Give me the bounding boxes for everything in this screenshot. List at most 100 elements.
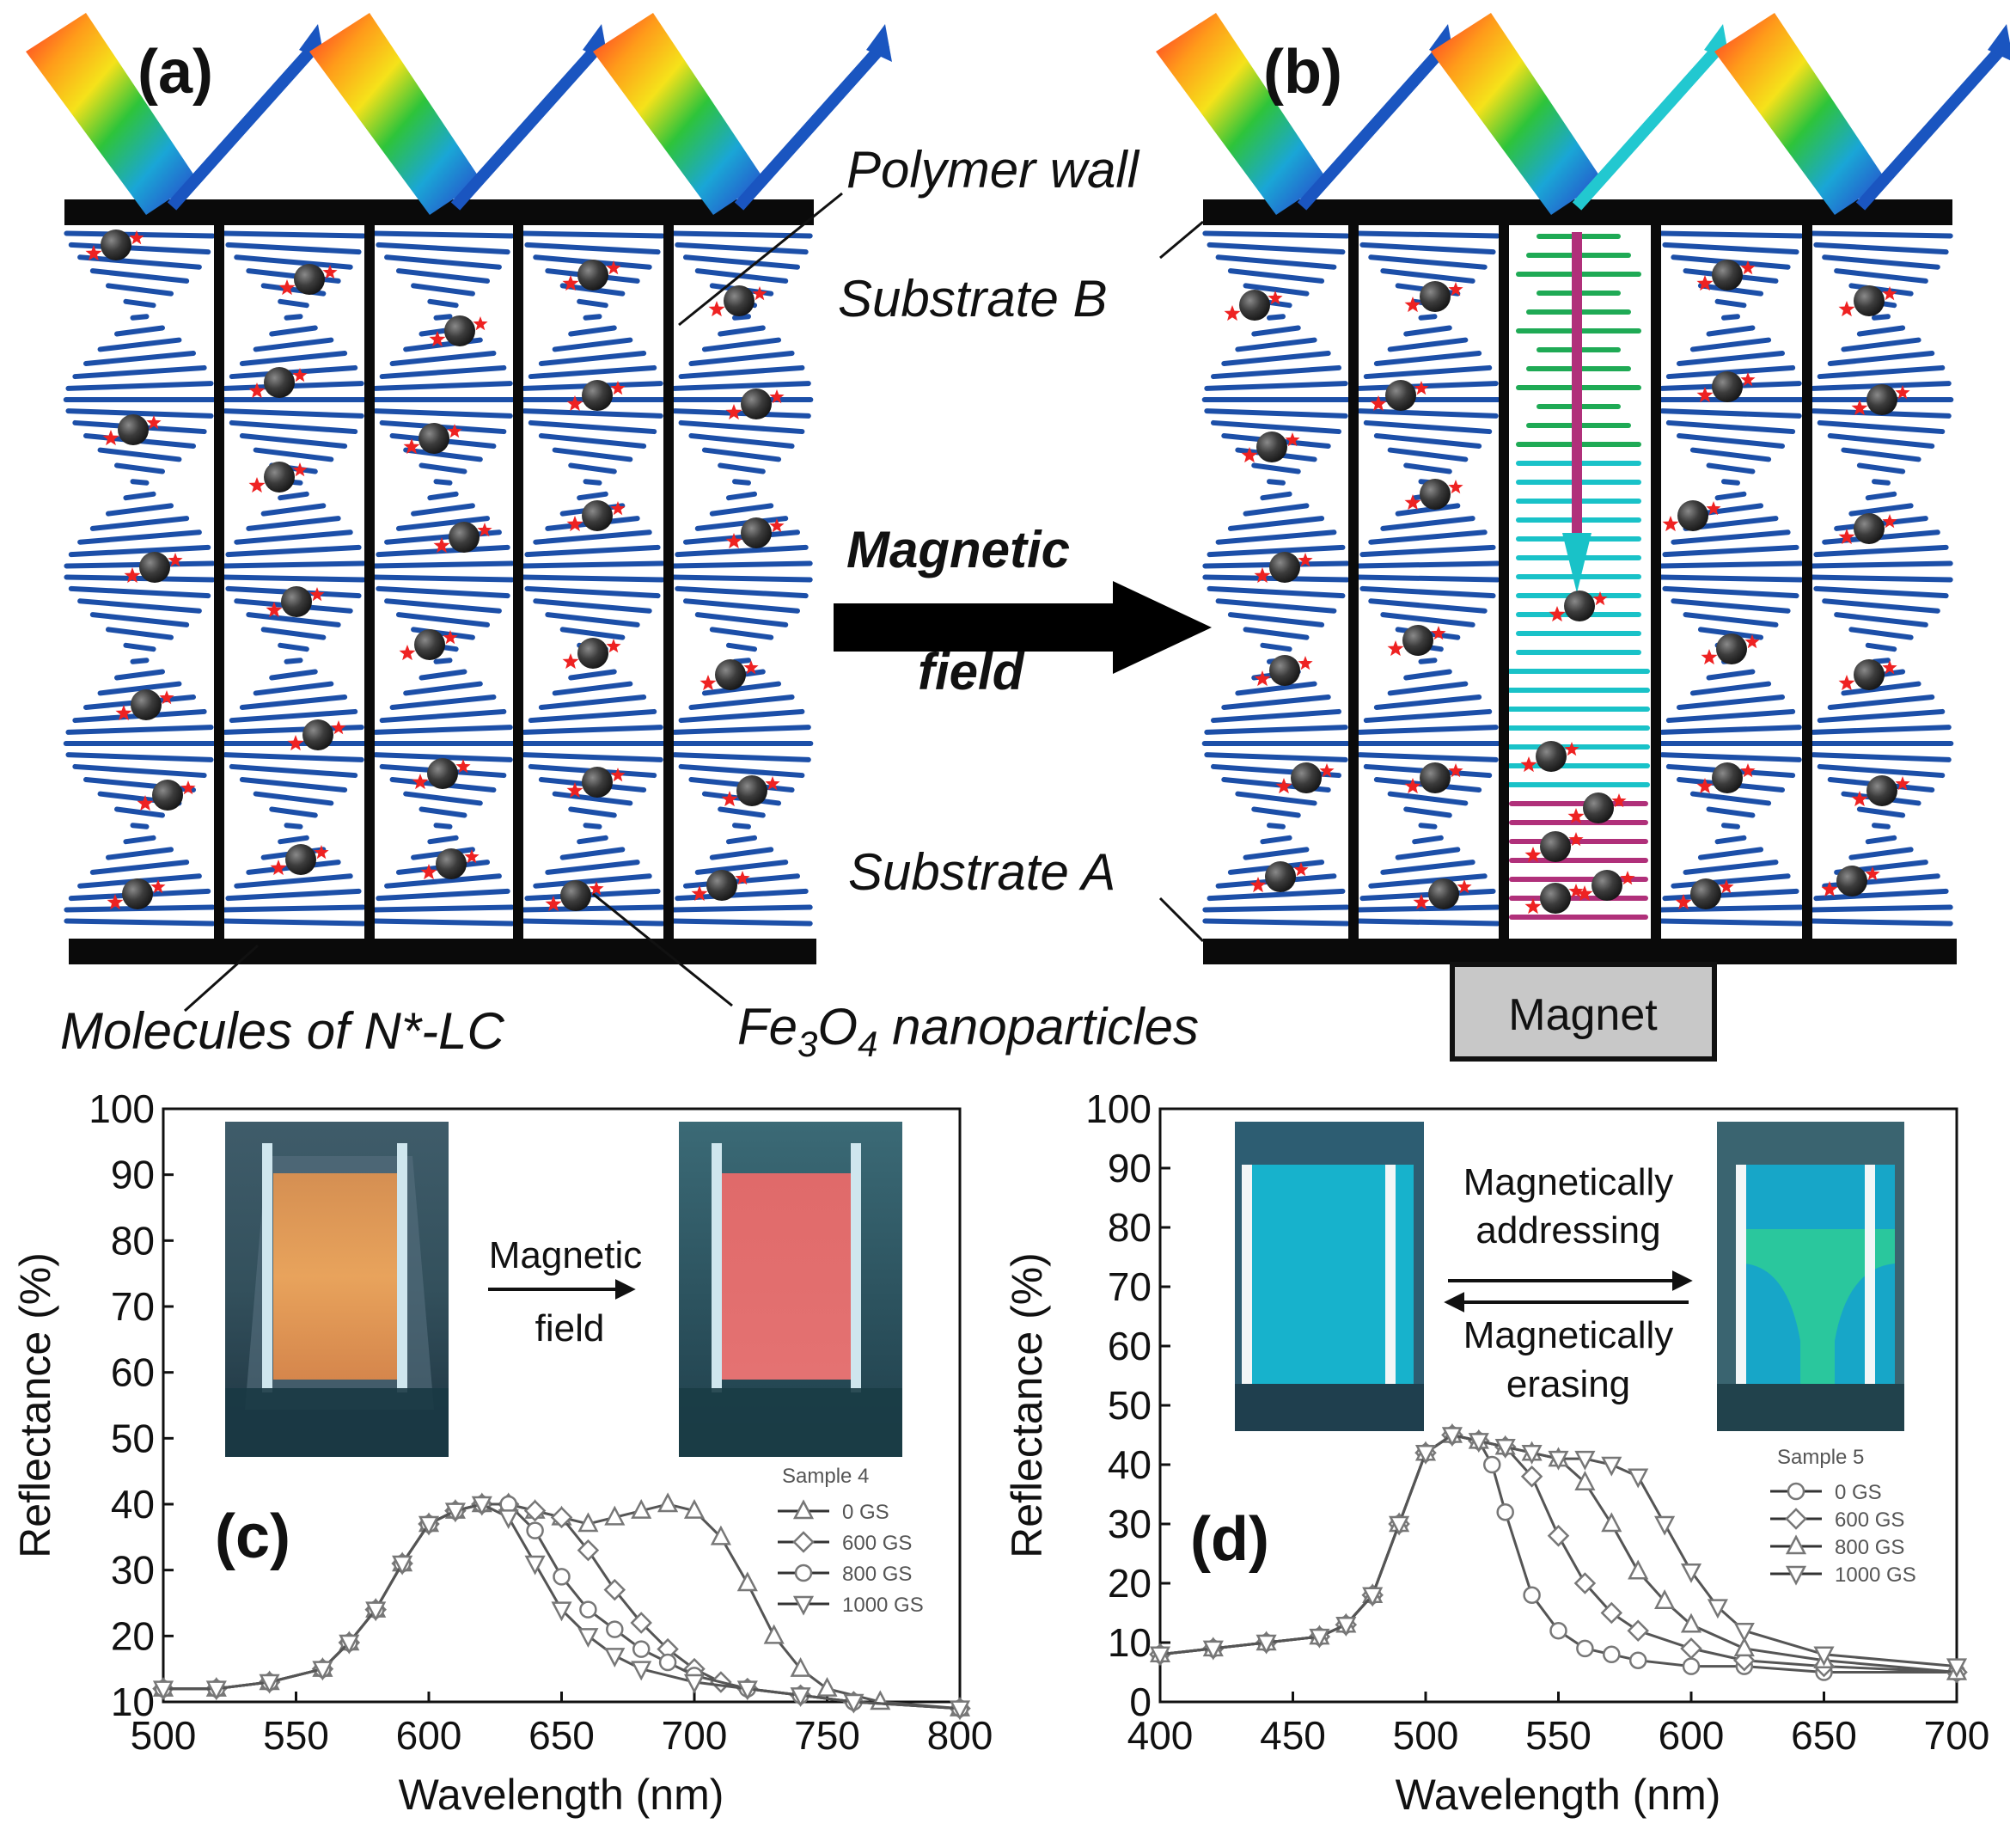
lc-molecule bbox=[1817, 364, 1946, 380]
lc-molecule bbox=[68, 544, 211, 558]
lc-molecule bbox=[371, 560, 515, 569]
lc-molecule bbox=[1813, 242, 1949, 255]
lc-molecule bbox=[1387, 681, 1469, 696]
lc-molecule bbox=[1817, 763, 1946, 779]
lc-molecule bbox=[1202, 918, 1350, 927]
rainbow-beam bbox=[593, 13, 765, 215]
lc-molecule bbox=[389, 695, 497, 710]
rainbow-beam bbox=[309, 13, 481, 215]
lc-molecule bbox=[682, 254, 801, 270]
lc-molecule bbox=[678, 708, 805, 724]
triangle-down-marker bbox=[736, 1680, 758, 1701]
nanoparticle bbox=[1540, 883, 1571, 914]
lc-molecule bbox=[552, 337, 633, 352]
lc-molecule bbox=[1676, 433, 1786, 449]
lc-molecule bbox=[284, 314, 303, 321]
triangle-up-marker bbox=[577, 1512, 599, 1533]
lc-molecule bbox=[1834, 268, 1928, 284]
diamond-marker bbox=[1547, 1525, 1570, 1547]
lc-molecule bbox=[520, 574, 665, 583]
lc-molecule bbox=[583, 823, 602, 829]
red-star-icon bbox=[1568, 884, 1584, 898]
triangle-up-marker bbox=[790, 1656, 811, 1677]
lc-molecule bbox=[701, 447, 782, 462]
nanoparticle bbox=[131, 689, 162, 720]
nanoparticle bbox=[1564, 591, 1595, 621]
lc-molecule bbox=[1658, 574, 1804, 583]
lc-molecule bbox=[114, 462, 165, 474]
circle-marker bbox=[579, 1600, 597, 1619]
red-star-icon bbox=[1740, 260, 1756, 275]
lc-molecule bbox=[1813, 888, 1949, 902]
lc-molecule bbox=[114, 806, 165, 818]
lc-molecule bbox=[433, 314, 453, 321]
molecules-leader bbox=[184, 944, 259, 1013]
lc-molecule bbox=[379, 364, 507, 380]
lc-molecule bbox=[1665, 419, 1796, 435]
lc-molecule bbox=[688, 433, 795, 449]
lc-molecule bbox=[1373, 695, 1482, 710]
magnet-box bbox=[1450, 962, 1717, 1062]
lc-molecule bbox=[524, 544, 661, 558]
lc-molecule bbox=[427, 491, 459, 501]
x-tick-label: 500 bbox=[1393, 1713, 1459, 1758]
lc-molecule bbox=[670, 560, 813, 569]
nanoparticle bbox=[577, 638, 608, 669]
lc-molecule bbox=[72, 364, 207, 380]
lc-molecule bbox=[1387, 447, 1469, 462]
panel-b-tag: (b) bbox=[1263, 38, 1342, 107]
triangle-down-marker bbox=[1601, 1456, 1622, 1477]
light-beams-b bbox=[1156, 13, 2010, 215]
nanoparticle bbox=[741, 389, 772, 419]
lc-molecule bbox=[1689, 681, 1772, 696]
reflected-arrow bbox=[450, 39, 607, 211]
lc-molecule bbox=[371, 904, 515, 913]
triangle-up-marker bbox=[1680, 1612, 1702, 1633]
lc-molecule bbox=[1368, 873, 1488, 889]
lc-molecule bbox=[1658, 560, 1804, 569]
polymer-wall bbox=[1651, 225, 1661, 940]
lc-molecule bbox=[1721, 314, 1740, 321]
triangle-down-marker bbox=[152, 1680, 174, 1701]
nanoparticle bbox=[152, 780, 183, 811]
circle-marker bbox=[1682, 1657, 1701, 1675]
triangle-down-marker bbox=[1946, 1658, 1968, 1679]
lc-molecule bbox=[384, 873, 502, 889]
red-star-icon bbox=[566, 395, 583, 412]
lc-molecule bbox=[239, 433, 348, 449]
lc-molecule bbox=[1211, 419, 1341, 435]
lc-molecule bbox=[1809, 918, 1953, 927]
lc-molecule bbox=[246, 268, 341, 284]
red-star-icon bbox=[1740, 763, 1756, 778]
chart-c-xlabel: Wavelength (nm) bbox=[399, 1771, 724, 1819]
lc-molecule bbox=[123, 298, 156, 309]
lc-molecule bbox=[1662, 544, 1799, 558]
lc-molecule bbox=[528, 708, 657, 724]
lc-molecule bbox=[672, 408, 811, 419]
incident-light-icon bbox=[593, 13, 892, 215]
lc-molecule bbox=[559, 847, 626, 860]
triangle-down-marker bbox=[1202, 1640, 1224, 1661]
nanoparticle bbox=[1712, 762, 1743, 793]
field-arrow-head bbox=[1562, 533, 1592, 593]
lc-molecule bbox=[1721, 823, 1740, 829]
lc-molecule bbox=[72, 763, 207, 779]
lc-molecule bbox=[522, 725, 663, 735]
lc-molecule bbox=[234, 873, 353, 889]
lc-molecule bbox=[114, 325, 165, 337]
nanoparticle bbox=[706, 870, 737, 901]
triangle-down-marker bbox=[1707, 1599, 1728, 1619]
lc-molecule bbox=[1689, 447, 1772, 462]
lc-molecule bbox=[1395, 503, 1461, 517]
red-star-icon bbox=[1448, 763, 1463, 778]
red-star-icon bbox=[1838, 301, 1855, 317]
lc-molecule bbox=[395, 268, 491, 284]
x-tick-label: 700 bbox=[662, 1713, 728, 1758]
lc-molecule bbox=[269, 669, 318, 681]
lc-molecule bbox=[246, 516, 341, 531]
photo-d-after bbox=[1717, 1122, 1904, 1431]
lc-molecule bbox=[701, 337, 782, 352]
nanoparticle bbox=[736, 775, 767, 806]
chart-c-ylabel: Reflectance (%) bbox=[11, 1252, 59, 1558]
